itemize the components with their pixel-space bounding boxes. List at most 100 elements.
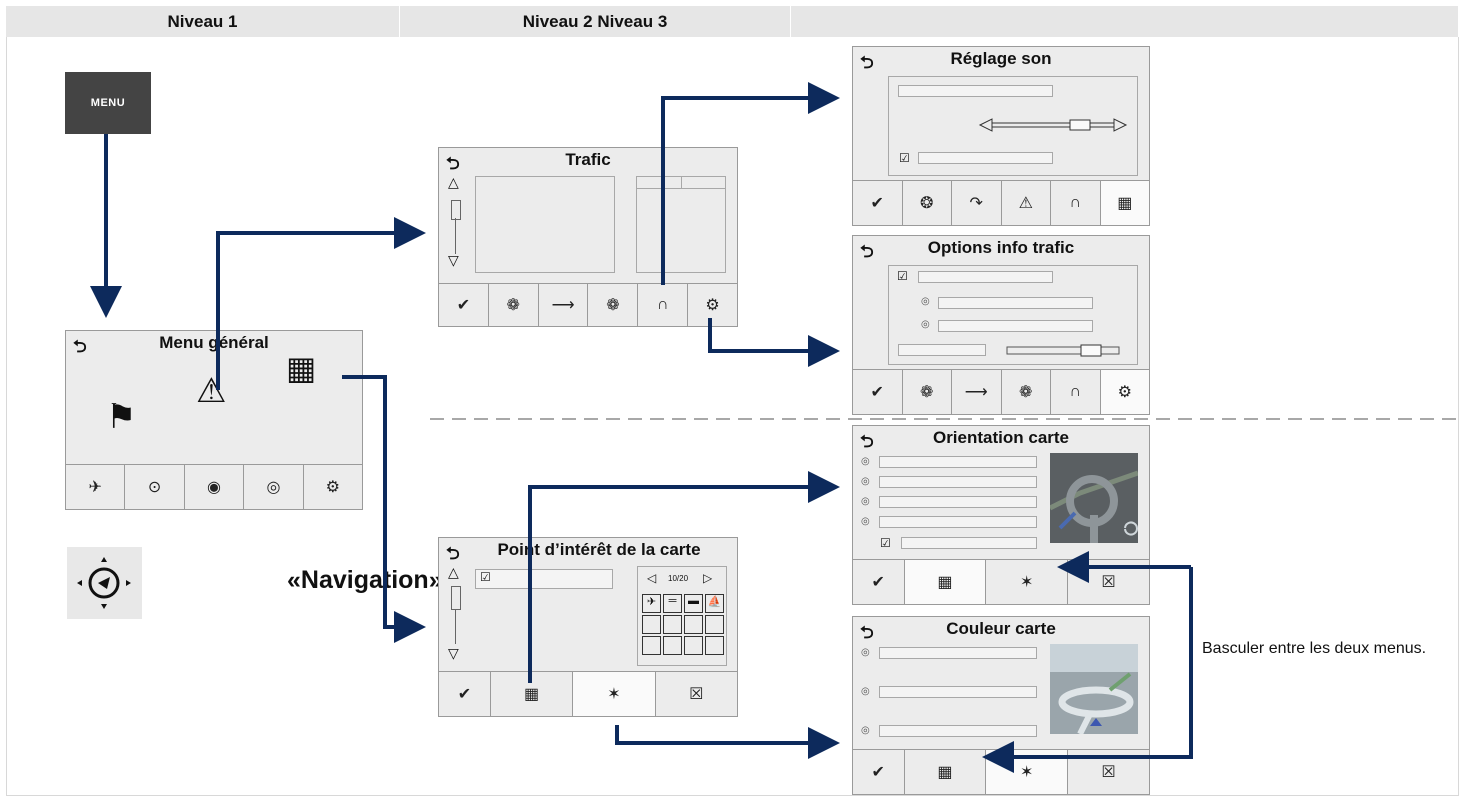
poi-parking-icon[interactable]: ☒ (1101, 574, 1116, 591)
radio-icon[interactable]: ◉ (185, 465, 245, 509)
poi-cell[interactable] (663, 615, 682, 634)
sound-settings-panel (888, 76, 1138, 176)
railway-icon[interactable]: ═ (663, 594, 682, 613)
text-field[interactable] (938, 320, 1093, 332)
voice-icon[interactable]: ∩ (1051, 370, 1101, 414)
traffic-zone-icon[interactable]: ❁ (588, 284, 639, 326)
map-settings-icon[interactable]: ▦ (1100, 181, 1149, 225)
poi-cell[interactable] (705, 615, 724, 634)
radio-button[interactable]: ◎ (861, 456, 870, 467)
back-icon[interactable]: ⮌ (446, 544, 460, 563)
text-field[interactable] (879, 647, 1037, 659)
connected-services-icon[interactable]: ◎ (244, 465, 304, 509)
radio-button[interactable]: ◎ (921, 319, 930, 330)
hotel-icon[interactable]: ▬ (684, 594, 703, 613)
scroll-thumb[interactable] (451, 200, 461, 220)
scroll-thumb[interactable] (451, 586, 461, 610)
traffic-zone-icon[interactable]: ❁ (1002, 370, 1051, 414)
back-icon[interactable]: ⮌ (860, 53, 874, 72)
traffic-filter-icon[interactable]: ❁ (903, 370, 952, 414)
text-field[interactable] (938, 297, 1093, 309)
text-field[interactable] (918, 152, 1053, 164)
radio-button[interactable]: ◎ (861, 686, 870, 697)
navigation-icon[interactable]: ⊙ (125, 465, 185, 509)
map-settings-icon[interactable]: ▦ (491, 672, 574, 716)
settings-icon[interactable]: ⚙ (325, 479, 340, 496)
check-icon[interactable]: ✔ (853, 750, 905, 794)
text-field[interactable] (879, 725, 1037, 737)
day-night-icon[interactable]: ✶ (573, 672, 656, 716)
traffic-warning-icon[interactable]: ⚠ (196, 372, 227, 410)
back-icon[interactable]: ⮌ (860, 432, 874, 451)
route-option-icon[interactable]: ↷ (952, 181, 1002, 225)
map-settings-icon[interactable]: ▦ (904, 560, 987, 604)
next-page-icon[interactable]: ▷ (703, 571, 713, 585)
poi-cell[interactable] (684, 636, 703, 655)
radio-button[interactable]: ◎ (861, 476, 870, 487)
checkbox-icon[interactable]: ☑ (480, 570, 491, 584)
checkbox-icon[interactable]: ☑ (899, 151, 910, 165)
back-icon[interactable]: ⮌ (446, 154, 460, 173)
poi-category-grid: ✈ ═ ▬ ⛵ (642, 594, 724, 655)
marina-icon[interactable]: ⛵ (705, 594, 724, 613)
check-icon[interactable]: ✔ (439, 284, 489, 326)
poi-cell[interactable] (642, 636, 661, 655)
bluetooth-icon[interactable]: ✈ (66, 465, 126, 509)
text-field[interactable] (879, 516, 1037, 528)
scroll-down-icon[interactable]: ▽ (448, 252, 459, 268)
text-field[interactable] (879, 496, 1037, 508)
check-icon[interactable]: ✔ (853, 181, 903, 225)
poi-cell[interactable] (663, 636, 682, 655)
airport-icon[interactable]: ✈ (642, 594, 661, 613)
arrow-poi-to-orientation (528, 471, 840, 683)
prev-page-icon[interactable]: ◁ (647, 571, 657, 585)
settings-icon[interactable]: ⚙ (1100, 370, 1149, 414)
map-icon[interactable]: ▦ (286, 350, 317, 386)
route-icon[interactable]: ⟶ (952, 370, 1002, 414)
poi-parking-icon[interactable]: ☒ (689, 686, 704, 703)
text-field[interactable] (918, 271, 1053, 283)
back-icon[interactable]: ⮌ (860, 242, 874, 261)
volume-slider[interactable] (978, 117, 1128, 133)
checkbox-icon[interactable]: ☑ (880, 536, 891, 550)
back-icon[interactable]: ⮌ (860, 623, 874, 642)
radio-button[interactable]: ◎ (861, 647, 870, 658)
range-slider[interactable] (1005, 344, 1125, 358)
traffic-filter-icon[interactable]: ❁ (489, 284, 539, 326)
check-icon[interactable]: ✔ (853, 370, 903, 414)
header-niveau-2-3: Niveau 2 Niveau 3 (522, 12, 668, 31)
text-field[interactable] (879, 686, 1037, 698)
radio-button[interactable]: ◎ (861, 516, 870, 527)
text-field[interactable] (901, 537, 1037, 549)
screen-title: Menu général (159, 333, 269, 352)
text-field[interactable] (879, 456, 1037, 468)
text-field[interactable] (879, 476, 1037, 488)
voice-icon[interactable]: ∩ (638, 284, 689, 326)
check-icon[interactable]: ✔ (439, 672, 491, 716)
route-icon[interactable]: ⟶ (539, 284, 589, 326)
check-icon[interactable]: ✔ (853, 560, 905, 604)
destination-flag-icon[interactable]: ⚑ (106, 398, 137, 436)
radio-button[interactable]: ◎ (921, 296, 930, 307)
sound-icon[interactable]: ❂ (903, 181, 952, 225)
scroll-down-icon[interactable]: ▽ (448, 645, 459, 661)
text-field[interactable] (898, 85, 1053, 97)
checkbox-icon[interactable]: ☑ (897, 269, 908, 283)
settings-icon[interactable]: ⚙ (705, 297, 720, 314)
navigation-button[interactable] (67, 547, 142, 619)
poi-cell[interactable] (642, 615, 661, 634)
voice-icon[interactable]: ∩ (1051, 181, 1101, 225)
poi-parking-icon[interactable]: ☒ (1101, 764, 1116, 781)
menu-button[interactable]: MENU (65, 72, 151, 134)
alert-icon[interactable]: ⚠ (1002, 181, 1051, 225)
radio-button[interactable]: ◎ (861, 725, 870, 736)
text-field[interactable] (898, 344, 986, 356)
scroll-up-icon[interactable]: △ (448, 564, 459, 580)
scroll-up-icon[interactable]: △ (448, 174, 459, 190)
back-icon[interactable]: ⮌ (73, 337, 87, 356)
poi-cell[interactable] (684, 615, 703, 634)
radio-button[interactable]: ◎ (861, 496, 870, 507)
header-niveau-1: Niveau 1 (167, 12, 238, 31)
poi-cell[interactable] (705, 636, 724, 655)
poi-search-field[interactable] (475, 569, 613, 589)
